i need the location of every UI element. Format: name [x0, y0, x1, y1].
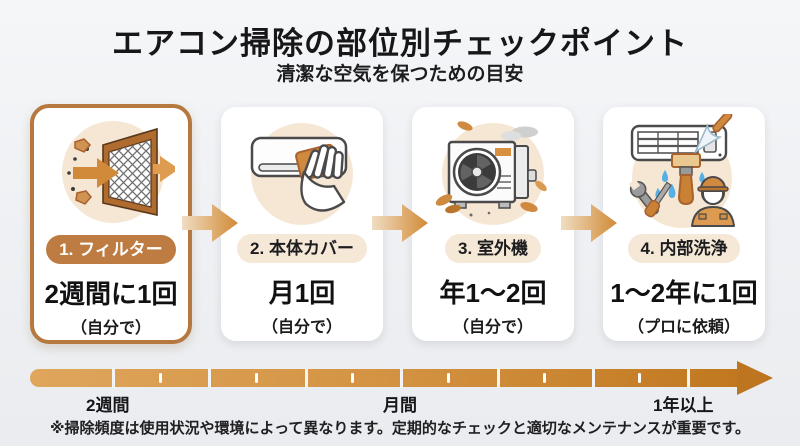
step-badge: 4. 内部洗浄 [627, 234, 741, 263]
timeline-tick [543, 373, 546, 383]
step-badge: 1. フィルター [46, 235, 176, 264]
frequency-text: 年1〜2回 [439, 278, 547, 308]
who-text: （自分で） [261, 319, 342, 336]
flow-arrow-icon [182, 202, 238, 244]
timeline-tick [447, 373, 450, 383]
footer-note: ※掃除頻度は使用状況や環境によって異なります。定期的なチェックと適切なメンテナン… [49, 420, 751, 437]
filter-airflow-icon [47, 115, 175, 231]
ac-unit-wipe-icon [238, 114, 366, 230]
page-subtitle: 清潔な空気を保つための目安 [276, 64, 524, 85]
timeline-tick [159, 373, 162, 383]
who-text: （自分で） [452, 319, 533, 336]
card-internal-cleaning: 4. 内部洗浄 1〜2年に1回 （プロに依頼） [603, 107, 765, 341]
frequency-text: 2週間に1回 [44, 279, 178, 309]
flow-arrow-icon [561, 202, 617, 244]
timeline-arrowhead-icon [737, 361, 773, 395]
timeline-segment-gap [305, 368, 308, 388]
timeline-segment-gap [497, 368, 500, 388]
timeline-segment-gap [208, 368, 211, 388]
cards-row: 1. フィルター 2週間に1回 （自分で） [30, 104, 765, 344]
step-badge: 2. 本体カバー [237, 234, 367, 263]
timeline-label-monthly: 月間 [383, 396, 417, 415]
timeline-segment-gap [112, 368, 115, 388]
step-badge: 3. 室外機 [445, 234, 541, 263]
timeline-tick [638, 373, 641, 383]
outdoor-unit-icon [429, 114, 557, 230]
timeline-segment-gap [592, 368, 595, 388]
timeline-tick [351, 373, 354, 383]
card-outdoor-unit: 3. 室外機 年1〜2回 （自分で） [412, 107, 574, 341]
card-body-cover: 2. 本体カバー 月1回 （自分で） [221, 107, 383, 341]
who-text: （自分で） [70, 320, 151, 337]
frequency-text: 月1回 [268, 278, 336, 308]
pro-cleaning-icon [620, 114, 748, 230]
who-text: （プロに依頼） [627, 319, 740, 336]
timeline-label-1year-plus: 1年以上 [653, 396, 714, 415]
timeline-bar [30, 368, 737, 388]
timeline-segment-gap [687, 368, 690, 388]
page-title: エアコン掃除の部位別チェックポイント [112, 26, 688, 61]
timeline-label-2weeks: 2週間 [86, 396, 130, 415]
timeline-tick [255, 373, 258, 383]
card-filter: 1. フィルター 2週間に1回 （自分で） [30, 104, 192, 344]
flow-arrow-icon [372, 202, 428, 244]
frequency-text: 1〜2年に1回 [610, 278, 758, 308]
timeline-segment-gap [400, 368, 403, 388]
